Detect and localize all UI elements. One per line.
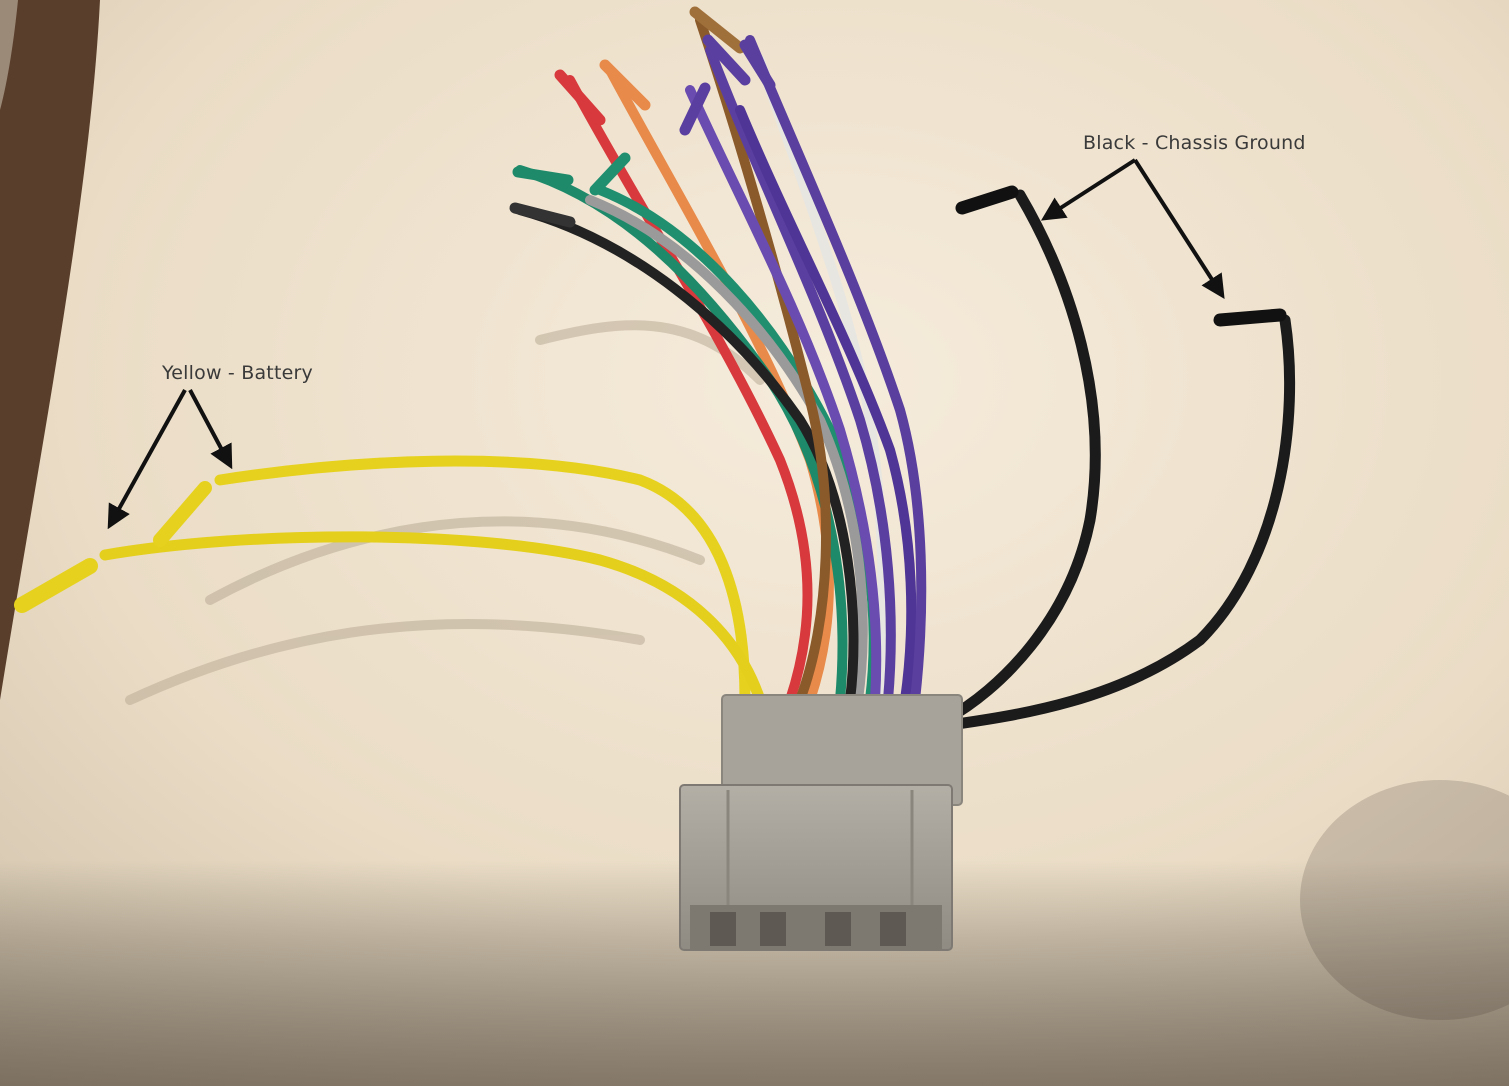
black-ground-wires [939,185,1296,731]
black-wire-2 [944,314,1296,731]
arrow-yellow-right [188,389,233,470]
yellow-wire-1 [214,455,751,706]
wire-bundle [515,15,927,705]
annotation-arrows [107,158,1225,530]
table-edge-highlight [0,0,18,110]
arrow-yellow-left [107,389,187,530]
wire-red [565,75,813,705]
wire-black-bundle [515,205,859,705]
wire-tips [509,6,776,228]
yellow-battery-label: Yellow - Battery [162,362,313,384]
wire-purple-b [685,85,882,705]
harness-connector [679,694,963,951]
black-wire-1 [939,189,1101,726]
black-chassis-ground-label: Black - Chassis Ground [1083,132,1306,154]
wire-purple-c [735,105,917,705]
wire-purple-a [705,45,896,705]
arrow-black-left [1040,158,1137,221]
table-edge [0,0,100,700]
wire-white [755,55,888,705]
yellow-wires [14,455,766,706]
wire-brown [695,15,831,705]
arrow-black-right [1133,158,1225,300]
wire-gray [585,195,868,705]
wire-purple-d [745,35,927,705]
yellow-wire-2 [99,531,766,706]
soft-shadow-right [1300,780,1509,1020]
